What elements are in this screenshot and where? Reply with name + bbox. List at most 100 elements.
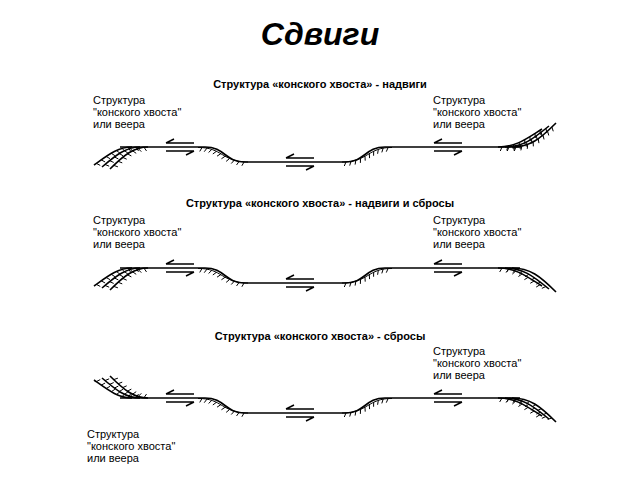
- strike-slip-fault: [120, 268, 520, 283]
- fault-tooth: [500, 147, 502, 151]
- motion-arrow: [166, 402, 194, 406]
- fault-tooth: [217, 405, 221, 407]
- fault-tooth: [386, 399, 388, 403]
- fault-tooth: [105, 164, 109, 166]
- fault-tooth: [532, 405, 536, 407]
- fault-tooth: [144, 268, 147, 272]
- fault-tooth: [106, 156, 110, 158]
- fault-tooth: [521, 146, 522, 150]
- motion-arrow: [434, 139, 462, 143]
- fault-tooth: [217, 275, 221, 277]
- fault-tooth: [105, 285, 109, 287]
- fault-tooth: [507, 147, 509, 151]
- fault-tooth: [231, 411, 234, 414]
- page-title: Сдвиги: [0, 16, 640, 53]
- horsetail-splay: [110, 268, 148, 290]
- fault-tooth: [237, 161, 240, 165]
- fault-tooth: [209, 270, 212, 273]
- fault-tooth: [369, 405, 370, 409]
- fault-tooth: [386, 148, 388, 152]
- fault-tooth: [537, 409, 541, 411]
- fault-tooth: [518, 404, 522, 407]
- fault-tooth: [133, 272, 137, 275]
- fault-tooth: [213, 272, 217, 275]
- horsetail-splay: [512, 398, 556, 422]
- fault-tooth: [114, 157, 118, 159]
- panel-heading: Структура «конского хвоста» - надвиги и …: [184, 197, 456, 209]
- fault-tooth: [242, 413, 244, 417]
- fault-tooth: [204, 269, 207, 273]
- fault-tooth: [525, 274, 529, 276]
- motion-arrow: [166, 151, 194, 155]
- fault-tooth: [106, 386, 110, 388]
- strike-slip-fault: [120, 398, 520, 413]
- fault-tooth: [382, 148, 383, 152]
- fault-tooth: [118, 382, 122, 384]
- fault-tooth: [231, 281, 234, 284]
- fault-tooth: [530, 281, 534, 283]
- fault-tooth: [350, 412, 351, 416]
- fault-tooth: [360, 279, 361, 283]
- fault-tooth: [226, 409, 229, 412]
- fault-tooth: [530, 411, 534, 413]
- fault-tooth: [518, 274, 522, 277]
- motion-arrow: [286, 287, 314, 291]
- fault-tooth: [213, 151, 217, 154]
- fault-tooth: [114, 286, 118, 287]
- panel-heading: Структура «конского хвоста» - надвиги: [211, 78, 429, 90]
- fault-tooth: [133, 392, 137, 395]
- motion-arrow: [286, 275, 314, 279]
- fault-tooth: [506, 269, 509, 272]
- fault-tooth: [543, 413, 547, 415]
- fault-tooth: [242, 162, 244, 166]
- fault-tooth: [110, 383, 114, 385]
- fault-tooth: [536, 415, 540, 417]
- fault-tooth: [527, 144, 528, 148]
- fault-tooth: [382, 399, 383, 403]
- fault-tooth: [231, 160, 234, 163]
- fault-tooth: [213, 402, 217, 405]
- fault-tooth: [548, 418, 552, 419]
- fault-tooth: [500, 268, 502, 272]
- fault-tooth: [507, 398, 509, 402]
- motion-arrow: [286, 154, 314, 158]
- fault-tooth: [538, 139, 540, 143]
- fault-tooth: [200, 148, 202, 152]
- callout-note: Структура "конского хвоста" или веера: [92, 94, 194, 130]
- fault-tooth: [110, 161, 114, 163]
- fault-tooth: [364, 407, 365, 411]
- fault-tooth: [127, 154, 131, 156]
- fault-tooth: [355, 160, 357, 164]
- fault-tooth: [114, 378, 118, 379]
- fault-tooth: [96, 163, 100, 165]
- fault-tooth: [209, 149, 212, 152]
- motion-arrow: [434, 390, 462, 394]
- fault-tooth: [105, 379, 109, 381]
- callout-note: Структура "конского хвоста" или веера: [432, 214, 534, 250]
- fault-tooth: [242, 283, 244, 287]
- fault-tooth: [119, 154, 123, 156]
- fault-tooth: [118, 161, 122, 163]
- fault-tooth: [138, 269, 141, 272]
- motion-arrow: [166, 390, 194, 394]
- fault-tooth: [369, 275, 370, 279]
- fault-tooth: [111, 274, 115, 276]
- fault-tooth: [200, 399, 202, 403]
- fault-tooth: [377, 400, 379, 404]
- fault-tooth: [101, 281, 105, 283]
- motion-arrow: [166, 272, 194, 276]
- fault-tooth: [514, 398, 516, 402]
- fault-tooth: [350, 282, 351, 286]
- fault-tooth: [106, 277, 110, 279]
- fault-tooth: [226, 158, 229, 161]
- fault-tooth: [110, 282, 114, 284]
- fault-step: [342, 268, 392, 283]
- callout-note: Структура "конского хвоста" или веера: [92, 214, 194, 250]
- fault-tooth: [536, 282, 540, 284]
- motion-arrow: [286, 405, 314, 409]
- fault-tooth: [377, 149, 379, 153]
- fault-tooth: [373, 151, 374, 155]
- fault-tooth: [123, 278, 127, 280]
- fault-tooth: [123, 157, 127, 159]
- motion-arrow: [434, 402, 462, 406]
